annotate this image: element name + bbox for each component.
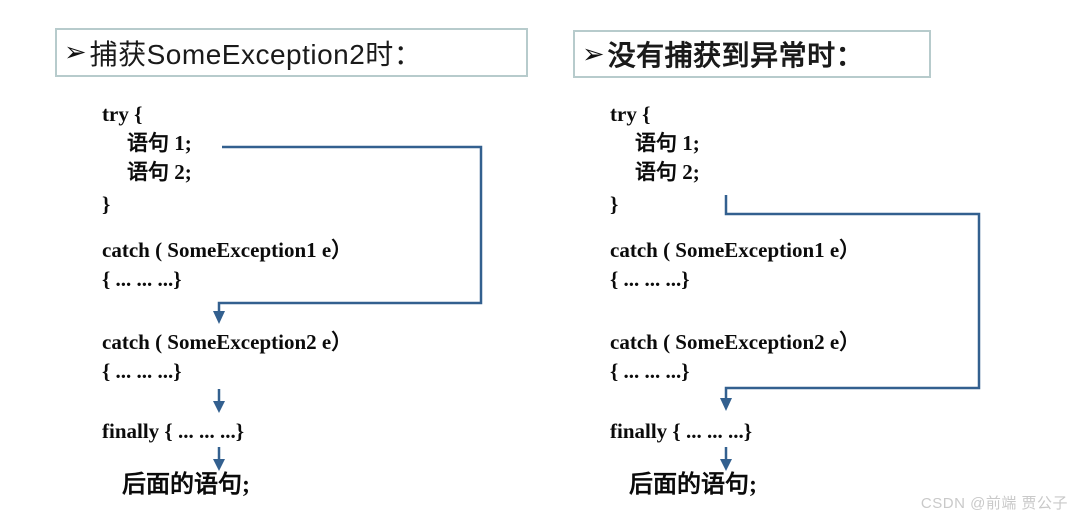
right-code-try-close: }: [610, 192, 619, 216]
right-code-after-stmt: 后面的语句;: [629, 472, 757, 498]
left-title-box: ➢ 捕获SomeException2时：: [55, 28, 528, 77]
right-code-try-open: try {: [610, 102, 651, 126]
left-code-catch1-body: { ... ... ...}: [102, 267, 182, 291]
left-code-try-open: try {: [102, 102, 143, 126]
left-code-after-stmt: 后面的语句;: [122, 472, 250, 498]
left-code-catch1: catch ( SomeException1 e）: [102, 238, 353, 262]
left-code-stmt2: 语句 2;: [127, 160, 192, 184]
csdn-watermark: CSDN @前端 贾公子: [920, 495, 1068, 512]
right-code-catch2-body: { ... ... ...}: [610, 359, 690, 383]
left-code-finally: finally { ... ... ...}: [102, 419, 244, 443]
left-catch2-to-finally-arrowhead: [213, 401, 225, 413]
right-code-catch1: catch ( SomeException1 e）: [610, 238, 861, 262]
right-code-catch2: catch ( SomeException2 e）: [610, 330, 861, 354]
right-code-stmt2: 语句 2;: [635, 160, 700, 184]
left-code-catch2: catch ( SomeException2 e）: [102, 330, 353, 354]
right-no-catch-flow-arrowhead: [720, 398, 732, 411]
right-code-catch1-body: { ... ... ...}: [610, 267, 690, 291]
left-code-stmt1: 语句 1;: [127, 131, 192, 155]
right-finally-to-after-arrowhead: [720, 459, 732, 471]
right-title-box: ➢ 没有捕获到异常时：: [573, 30, 931, 78]
left-title: 捕获SomeException2时：: [89, 38, 423, 70]
left-finally-to-after-arrowhead: [213, 459, 225, 471]
right-title: 没有捕获到异常时：: [607, 41, 865, 72]
right-no-catch-flow-arrow: [724, 195, 981, 400]
left-exception-flow-arrow: [217, 145, 483, 313]
right-code-stmt1: 语句 1;: [635, 131, 700, 155]
left-code-try-close: }: [102, 192, 111, 216]
left-code-catch2-body: { ... ... ...}: [102, 359, 182, 383]
arrowhead-bullet-icon: ➢: [582, 38, 605, 70]
left-exception-flow-arrowhead: [213, 311, 225, 324]
right-code-finally: finally { ... ... ...}: [610, 419, 752, 443]
arrowhead-bullet-icon: ➢: [64, 37, 87, 68]
